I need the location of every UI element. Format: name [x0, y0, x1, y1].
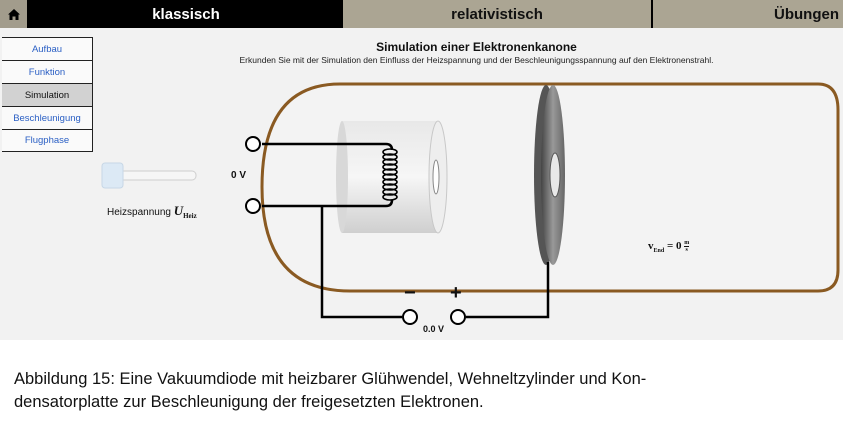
tab-klassisch[interactable]: klassisch — [29, 0, 343, 28]
heater-symbol: U — [173, 203, 184, 218]
accel-terminal-plus — [450, 309, 466, 325]
heater-terminal-bottom — [245, 198, 261, 214]
slider-thumb — [101, 162, 124, 189]
velocity-symbol: v — [648, 240, 654, 253]
figure-caption: Abbildung 15: Eine Vakuumdiode mit heizb… — [14, 368, 646, 414]
sidebar-item-funktion[interactable]: Funktion — [2, 60, 93, 83]
simulation-app: klassisch relativistisch Übungen Aufbau … — [0, 0, 843, 340]
heater-slider-label: Heizspannung UHeiz — [107, 203, 197, 220]
sidebar-item-beschleunigung[interactable]: Beschleunigung — [2, 106, 93, 129]
plus-sign: + — [450, 282, 462, 304]
accel-terminal-minus — [402, 309, 418, 325]
sidebar: Aufbau Funktion Simulation Beschleunigun… — [2, 37, 93, 152]
sidebar-item-flugphase[interactable]: Flugphase — [2, 129, 93, 152]
unit-numerator: m — [684, 240, 690, 247]
heater-terminal-top — [245, 136, 261, 152]
house-icon — [7, 8, 20, 20]
home-button[interactable] — [0, 0, 29, 28]
heater-voltage-value: 0 V — [231, 170, 247, 181]
sidebar-item-simulation[interactable]: Simulation — [2, 83, 93, 106]
sidebar-item-aufbau[interactable]: Aufbau — [2, 37, 93, 60]
heater-subscript: Heiz — [183, 212, 197, 220]
velocity-subscript: End — [653, 248, 665, 255]
top-nav: klassisch relativistisch Übungen — [0, 0, 843, 28]
anode-plate — [534, 85, 565, 265]
tab-uebungen[interactable]: Übungen — [653, 0, 843, 28]
velocity-equals: = 0 — [664, 240, 685, 253]
heater-label-text: Heizspannung — [107, 207, 174, 218]
caption-line-2: densatorplatte zur Beschleunigung der fr… — [14, 393, 484, 411]
wehnelt-cylinder — [336, 120, 448, 234]
acceleration-voltage-value: 0.0 V — [423, 324, 445, 334]
tab-relativistisch[interactable]: relativistisch — [343, 0, 653, 28]
filament-coil — [382, 148, 398, 201]
page-subtitle: Erkunden Sie mit der Simulation den Einf… — [239, 55, 714, 65]
caption-line-1: Abbildung 15: Eine Vakuumdiode mit heizb… — [14, 370, 647, 388]
unit-denominator: s — [685, 247, 688, 253]
minus-sign: − — [404, 282, 416, 304]
heater-slider[interactable] — [101, 162, 197, 189]
page-title: Simulation einer Elektronenkanone — [376, 40, 577, 54]
electron-gun-diagram — [101, 82, 840, 325]
